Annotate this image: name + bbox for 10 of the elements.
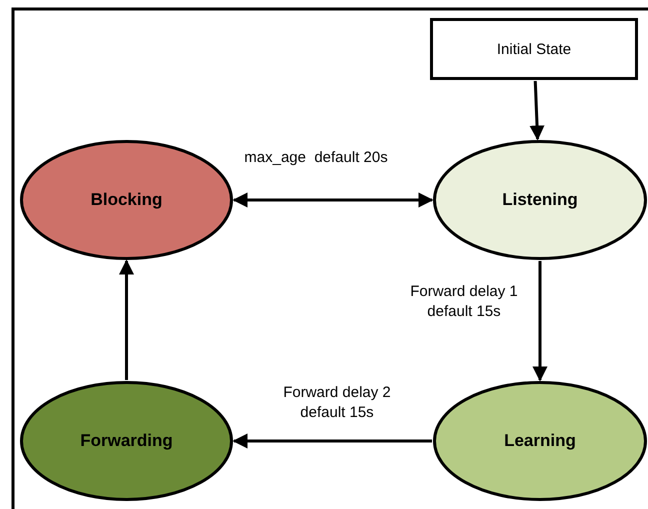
arrow xyxy=(119,260,134,380)
state-label: Learning xyxy=(504,431,576,451)
arrow xyxy=(530,80,545,141)
state-label: Blocking xyxy=(90,190,162,210)
arrow xyxy=(232,192,434,208)
state-label: Listening xyxy=(502,190,578,210)
arrow xyxy=(532,261,548,382)
arrow xyxy=(232,434,432,448)
state-label: Initial State xyxy=(496,40,572,58)
state-label: Forwarding xyxy=(80,431,173,451)
